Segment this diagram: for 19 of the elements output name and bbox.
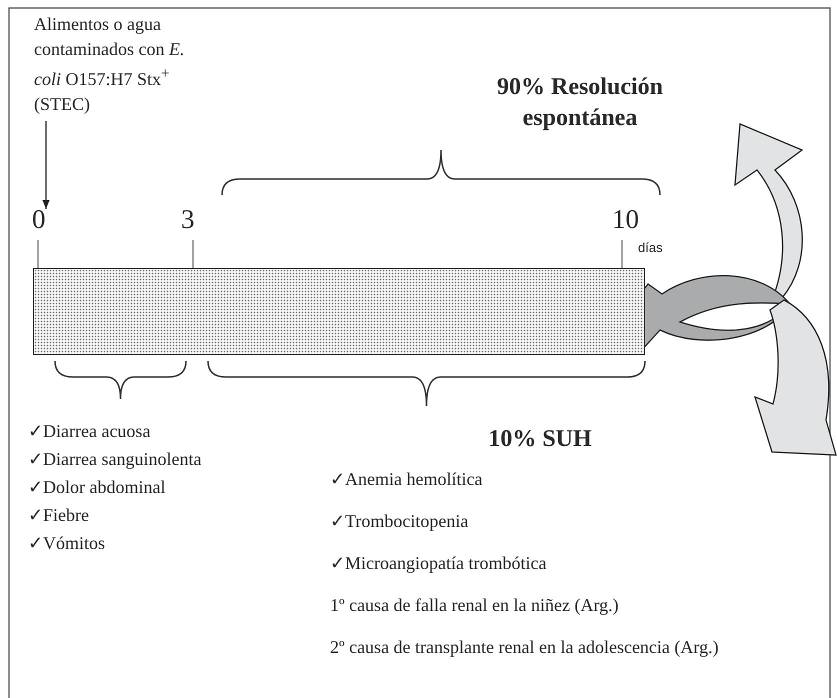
list-item: ✓Diarrea sanguinolenta <box>28 448 202 471</box>
timeline-bar <box>33 268 645 355</box>
tick-label: 10 <box>612 205 640 235</box>
note-text: 1º causa de falla renal en la niñez (Arg.) <box>330 594 620 617</box>
note-text: 2º causa de transplante renal en la adolescencia (Arg.) <box>330 636 720 659</box>
heading: 90% Resolución espontánea <box>496 73 664 134</box>
unit-label: días <box>638 240 664 257</box>
list-item: ✓Vómitos <box>28 532 106 555</box>
list-item: ✓Trombocitopenia <box>330 510 470 533</box>
arrow <box>42 121 50 209</box>
list-item: ✓Anemia hemolítica <box>330 468 484 491</box>
text-label: 0 <box>32 205 52 235</box>
list-item: ✓Diarrea acuosa <box>28 420 152 443</box>
text-label: Alimentos o agua contaminados con E. coli O157:H7 Stx$^{+}$ (STEC) <box>34 12 209 117</box>
list-item: ✓Fiebre <box>28 504 90 527</box>
tick-label: 3 <box>181 205 196 235</box>
list-item: ✓Microangiopatía trombótica <box>330 552 548 575</box>
heading: 10% SUH <box>487 425 593 454</box>
list-item: ✓Dolor abdominal <box>28 476 166 499</box>
